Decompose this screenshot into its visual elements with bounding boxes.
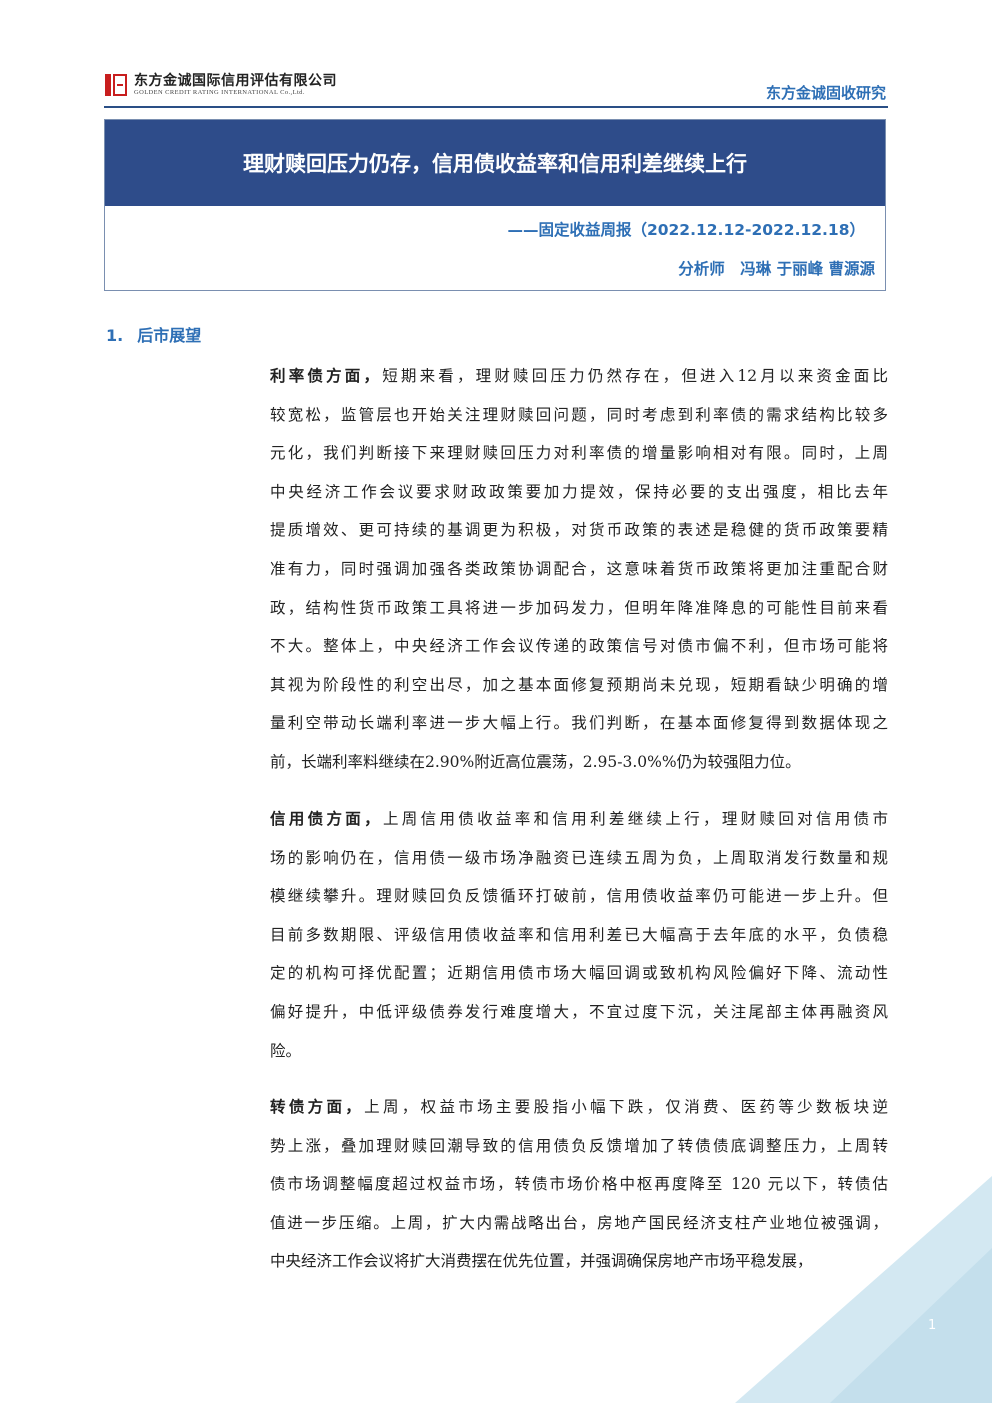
company-logo: 东方金诚国际信用评估有限公司 GOLDEN CREDIT RATING INTE… <box>104 72 337 98</box>
report-title: 理财赎回压力仍存，信用债收益率和信用利差继续上行 <box>243 152 747 176</box>
section-heading: 1. 后市展望 <box>106 322 201 346</box>
paragraph-lead: 信用债方面， <box>270 809 383 828</box>
paragraph-line: 提质增效、更可持续的基调更为积极，对货币政策的表述是稳健的货币政策要精 <box>270 521 888 540</box>
paragraph-lead: 转债方面， <box>270 1097 365 1116</box>
paragraph-line: 其视为阶段性的利空出尽，加之基本面修复预期尚未兑现，短期看缺少明确的增 <box>270 675 888 694</box>
paragraph-line: 值进一步压缩。上周，扩大内需战略出台，房地产国民经济支柱产业地位被强调， <box>270 1213 888 1232</box>
line-text: 上周，权益市场主要股指小幅下跌，仅消费、医药等少数板块逆 <box>364 1098 888 1116</box>
paragraph-line: 中央经济工作会议将扩大消费摆在优先位置，并强调确保房地产市场平稳发展， <box>270 1252 813 1271</box>
paragraph-convertible-bonds: 转债方面，上周，权益市场主要股指小幅下跌，仅消费、医药等少数板块逆 势上涨，叠加… <box>270 1088 888 1281</box>
paragraph-line: 场的影响仍在，信用债一级市场净融资已连续五周为负，上周取消发行数量和规 <box>270 848 888 867</box>
line-text: 短期来看，理财赎回压力仍然存在，但进入12月以来资金面比 <box>382 367 888 385</box>
header-brand: 东方金诚固收研究 <box>765 84 886 102</box>
paragraph-lead: 利率债方面， <box>270 366 383 385</box>
paragraph-line: 转债方面，上周，权益市场主要股指小幅下跌，仅消费、医药等少数板块逆 <box>270 1088 888 1127</box>
logo-english-name: GOLDEN CREDIT RATING INTERNATIONAL Co.,L… <box>134 88 305 96</box>
logo-chinese-name: 东方金诚国际信用评估有限公司 <box>134 72 337 89</box>
report-authors: 分析师 冯琳 于丽峰 曹源源 <box>678 260 875 278</box>
paragraph-line: 信用债方面，上周信用债收益率和信用利差继续上行，理财赎回对信用债市 <box>270 800 888 839</box>
paragraph-credit-bonds: 信用债方面，上周信用债收益率和信用利差继续上行，理财赎回对信用债市 场的影响仍在… <box>270 800 888 1070</box>
paragraph-line: 政，结构性货币政策工具将进一步加码发力，但明年降准降息的可能性目前来看 <box>270 598 888 617</box>
line-text: 上周信用债收益率和信用利差继续上行，理财赎回对信用债市 <box>382 810 888 828</box>
section-title: 后市展望 <box>137 326 202 345</box>
paragraph-line: 不大。整体上，中央经济工作会议传递的政策信号对债市偏不利，但市场可能将 <box>270 637 888 656</box>
paragraph-line: 模继续攀升。理财赎回负反馈循环打破前，信用债收益率仍可能进一步上升。但 <box>270 887 888 906</box>
title-box: 理财赎回压力仍存，信用债收益率和信用利差继续上行 ——固定收益周报（2022.1… <box>104 119 886 291</box>
logo-mark-icon <box>104 73 128 97</box>
paragraph-line: 债市场调整幅度超过权益市场，转债市场价格中枢再度降至 120 元以下，转债估 <box>270 1175 888 1194</box>
paragraph-line: 元化，我们判断接下来理财赎回压力对利率债的增量影响相对有限。同时，上周 <box>270 444 888 463</box>
paragraph-line: 前，长端利率料继续在2.90%附近高位震荡，2.95-3.0%%仍为较强阻力位。 <box>270 752 801 771</box>
paragraph-line: 量利空带动长端利率进一步大幅上行。我们判断，在基本面修复得到数据体现之 <box>270 714 888 733</box>
paragraph-line: 较宽松，监管层也开始关注理财赎回问题，同时考虑到利率债的需求结构比较多 <box>270 405 888 424</box>
paragraph-line: 目前多数期限、评级信用债收益率和信用利差已大幅高于去年底的水平，负债稳 <box>270 925 888 944</box>
paragraph-line: 势上涨，叠加理财赎回潮导致的信用债负反馈增加了转债债底调整压力，上周转 <box>270 1136 888 1155</box>
paragraph-line: 准有力，同时强调加强各类政策协调配合，这意味着货币政策将更加注重配合财 <box>270 559 888 578</box>
header-divider <box>104 106 888 108</box>
title-band: 理财赎回压力仍存，信用债收益率和信用利差继续上行 <box>105 120 885 206</box>
paragraph-line: 险。 <box>270 1041 302 1060</box>
report-subtitle: ——固定收益周报（2022.12.12-2022.12.18） <box>507 221 865 239</box>
paragraph-line: 利率债方面，短期来看，理财赎回压力仍然存在，但进入12月以来资金面比 <box>270 357 888 396</box>
section-number: 1. <box>106 326 124 345</box>
paragraph-rate-bonds: 利率债方面，短期来看，理财赎回压力仍然存在，但进入12月以来资金面比 较宽松，监… <box>270 357 888 782</box>
page-number: 1 <box>928 1318 937 1333</box>
paragraph-line: 中央经济工作会议要求财政政策要加力提效，保持必要的支出强度，相比去年 <box>270 482 888 501</box>
paragraph-line: 定的机构可择优配置；近期信用债市场大幅回调或致机构风险偏好下降、流动性 <box>270 964 888 983</box>
paragraph-line: 偏好提升，中低评级债券发行难度增大，不宜过度下沉，关注尾部主体再融资风 <box>270 1002 888 1021</box>
